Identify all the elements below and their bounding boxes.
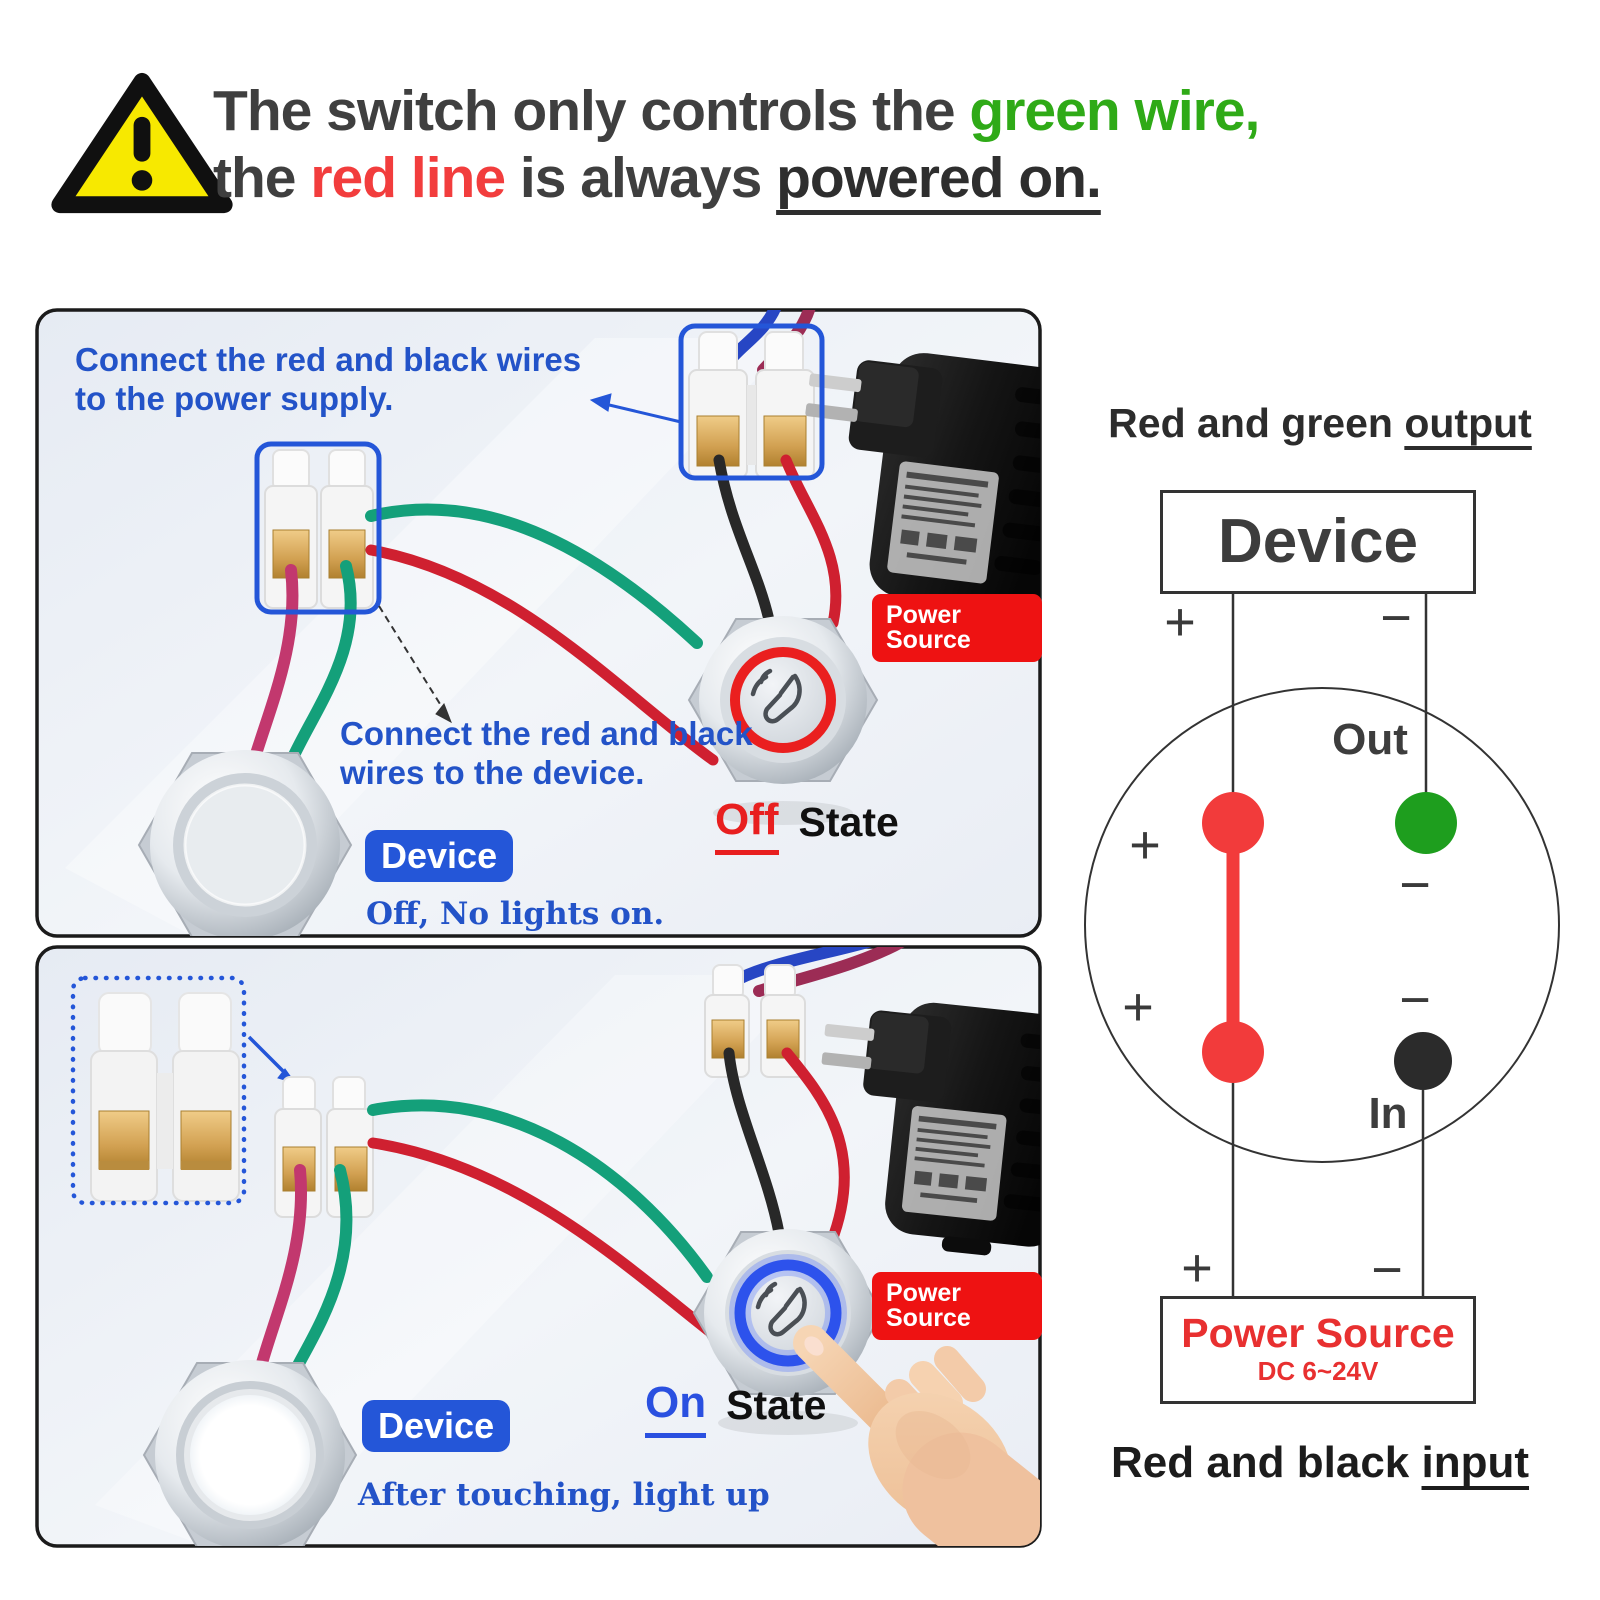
- state-word-off: Off: [715, 798, 779, 855]
- minus-sign-power: −: [1371, 1240, 1403, 1300]
- minus-sign-black: −: [1399, 970, 1431, 1030]
- plus-sign-device: +: [1164, 592, 1196, 652]
- caption-connect-device: Connect the red and black wires to the d…: [340, 714, 753, 792]
- diagram-power-voltage: DC 6~24V: [1257, 1356, 1379, 1387]
- power-source-badge: Power Source: [872, 1272, 1042, 1340]
- device-led-off: [137, 750, 353, 936]
- caption-device-line2: wires to the device.: [340, 754, 645, 791]
- in-label: In: [1368, 1089, 1408, 1138]
- state-word-on: On: [645, 1381, 707, 1438]
- wire-connector-power: [704, 964, 806, 1078]
- header-text: The switch only controls the green wire,…: [213, 78, 1260, 212]
- highlight-connector-power: [678, 323, 825, 481]
- header-line2-normal-a: the: [213, 146, 311, 210]
- panel-off-state: Connect the red and black wires to the p…: [35, 308, 1042, 938]
- diagram-footer-underlined: input: [1421, 1438, 1530, 1487]
- diagram-footer: Red and black input: [1080, 1438, 1560, 1488]
- header-line1-green: green wire,: [969, 79, 1260, 143]
- touch-switch-on: [692, 1229, 884, 1435]
- warning-triangle-icon: [51, 72, 233, 214]
- header-line1-normal: The switch only controls the: [213, 79, 970, 143]
- terminal-red-top: [1202, 792, 1264, 854]
- out-label: Out: [1332, 715, 1408, 764]
- connector-closeup: [90, 992, 240, 1202]
- power-source-badge: Power Source: [872, 594, 1042, 662]
- plus-sign-red-top: +: [1129, 815, 1161, 875]
- caption-power-line2: to the power supply.: [75, 380, 394, 417]
- state-word-label: State: [798, 799, 899, 845]
- diagram-title-prefix: Red and green: [1108, 400, 1405, 446]
- terminal-red-bottom: [1202, 1021, 1264, 1083]
- caption-power-line1: Connect the red and black wires: [75, 341, 582, 378]
- on-note: After touching, light up: [358, 1477, 770, 1513]
- diagram-footer-prefix: Red and black: [1110, 1438, 1422, 1487]
- panel-off-photo: [35, 308, 1042, 938]
- device-badge: Device: [365, 830, 514, 882]
- on-state-label: On State: [645, 1381, 826, 1438]
- leader-arrow-power: [589, 393, 682, 424]
- wiring-diagram: Red and green output Device + − Out + − …: [1040, 380, 1600, 1590]
- off-state-label: Off State: [715, 798, 899, 855]
- device-led-on: [142, 1360, 358, 1546]
- diagram-title-underlined: output: [1404, 400, 1532, 446]
- pointing-hand-image: [793, 1325, 1040, 1546]
- warning-header: The switch only controls the green wire,…: [0, 0, 1600, 240]
- diagram-power-box: Power Source DC 6~24V: [1160, 1296, 1476, 1404]
- touch-switch-off: [687, 616, 879, 825]
- panel-on-photo: [35, 945, 1042, 1548]
- header-line2-bold: powered on.: [776, 146, 1102, 210]
- plus-sign-power: +: [1181, 1238, 1213, 1298]
- wiring-diagram-lines: [1084, 590, 1560, 1298]
- header-line-2: the red line is always powered on.: [213, 145, 1259, 212]
- caption-connect-power: Connect the red and black wires to the p…: [75, 340, 581, 418]
- header-line2-red: red line: [310, 146, 506, 210]
- header-line2-normal-b: is always: [505, 146, 777, 210]
- caption-device-line1: Connect the red and black: [340, 715, 753, 752]
- highlight-connector-device: [254, 441, 382, 615]
- diagram-power-name: Power Source: [1181, 1310, 1455, 1356]
- off-note: Off, No lights on.: [366, 896, 665, 932]
- minus-sign-device: −: [1380, 588, 1412, 648]
- leader-arrow-device: [378, 605, 452, 724]
- diagram-title: Red and green output: [1060, 400, 1580, 447]
- diagram-device-box: Device: [1160, 490, 1476, 594]
- state-word-label: State: [726, 1382, 827, 1428]
- panel-on-state: Power Source On State Device After touch…: [35, 945, 1042, 1548]
- terminal-black-in: [1394, 1032, 1452, 1090]
- plus-sign-red-bottom: +: [1122, 977, 1154, 1037]
- terminal-green-out: [1395, 792, 1457, 854]
- switch-body-circle: [1084, 687, 1560, 1163]
- device-badge: Device: [362, 1400, 511, 1452]
- header-line-1: The switch only controls the green wire,: [213, 78, 1260, 145]
- highlight-connector-closeup: [70, 975, 247, 1206]
- minus-sign-green: −: [1399, 855, 1431, 915]
